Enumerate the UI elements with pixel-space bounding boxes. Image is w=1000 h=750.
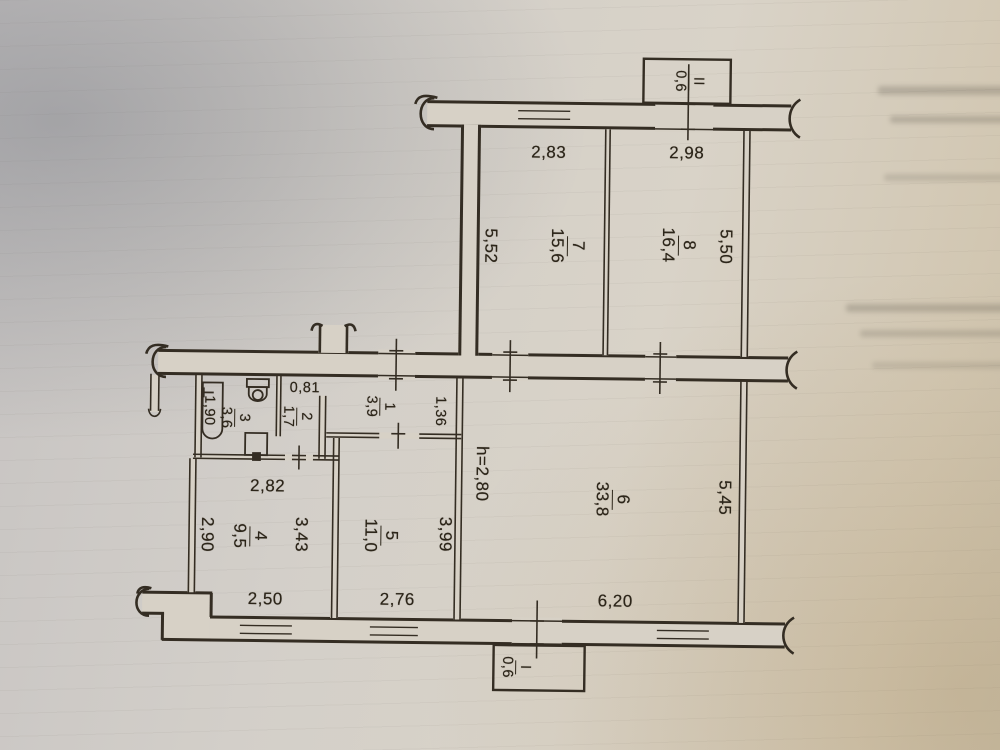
room-5-area: 11,0 [361,518,381,553]
dim-top-window-label: 2,83 [531,142,567,162]
room-5-number: 5 [380,525,401,546]
dimension-ticks [291,64,696,659]
room-4-label: 4 9,5 [230,523,270,549]
balcony-1-outline [491,643,586,693]
room-8-number: 8 [677,235,699,256]
room-6-area: 33,8 [592,481,613,517]
balcony-2-number: II [687,71,706,92]
dim-room4-left-label: 2,90 [197,516,218,553]
dim-room5-bottom-label: 2,76 [379,589,415,610]
room7-left-wall [458,124,482,358]
fixtures [201,377,270,461]
sink-basin [244,431,269,461]
paper-artifact [846,304,1000,312]
room-7-number: 7 [566,235,588,257]
dim-room4-right-label: 3,43 [291,516,312,553]
dim-room4-bottom-label: 2,50 [247,589,283,609]
ceiling-height-label: h=2,80 [472,445,493,502]
room-4-area: 9,5 [230,523,250,549]
room-8-area: 16,4 [658,227,679,263]
room-2-area: 1,7 [279,405,297,428]
paper-artifact [884,174,1000,181]
dim-room6-bottom-label: 6,20 [597,591,633,611]
room-6-number: 6 [611,489,633,510]
balcony-2-label: II 0,6 [672,70,706,92]
dim-balcony2-label: 2,98 [669,143,705,163]
room-7-area: 15,6 [547,228,568,264]
balcony-2-outline [642,57,733,106]
room-6-label: 6 33,8 [592,481,633,518]
paper-artifact [890,116,1000,123]
partitions [147,129,751,625]
room-3-number: 3 [233,408,252,428]
dim-wc-width-label: 0,81 [289,379,321,397]
dim-room4-top-label: 2,82 [249,476,286,496]
balcony-1-area: 0,6 [498,656,516,679]
dim-room7-side-label: 5,52 [481,228,501,264]
entry-stub [310,322,357,354]
room-1-area: 3,9 [362,395,380,418]
windows [239,110,709,640]
wall-edges [142,100,792,649]
paper-artifact [878,86,1000,95]
room-1-label: 1 3,9 [363,395,397,417]
room-2-number: 2 [295,407,314,427]
dim-room6-side-label: 5,45 [715,480,735,516]
bathtub [201,381,224,440]
room-5-label: 5 11,0 [361,518,401,553]
wall-break-ends [135,94,802,655]
door-openings [377,100,714,648]
dim-bathtub-label: 1,90 [200,395,218,426]
room-7-label: 7 15,6 [547,228,588,264]
dim-room5-right-label: 3,99 [435,516,456,553]
paper-artifact [860,330,1000,337]
room-2-label: 2 1,7 [280,405,314,427]
balcony-1-label: I 0,6 [499,656,533,678]
room-3-area: 3,6 [217,406,235,429]
dim-hall-label: 1,36 [431,396,449,427]
room-8-label: 8 16,4 [658,227,699,263]
balcony-1-number: I [514,659,533,675]
room-3-label: 3 3,6 [218,407,252,429]
balcony-2-area: 0,6 [671,70,689,93]
paper-artifact [872,362,1000,369]
toilet [245,377,270,402]
room-1-number: 1 [378,397,397,417]
dim-room8-side-label: 5,50 [716,229,736,265]
room-4-number: 4 [249,525,270,547]
